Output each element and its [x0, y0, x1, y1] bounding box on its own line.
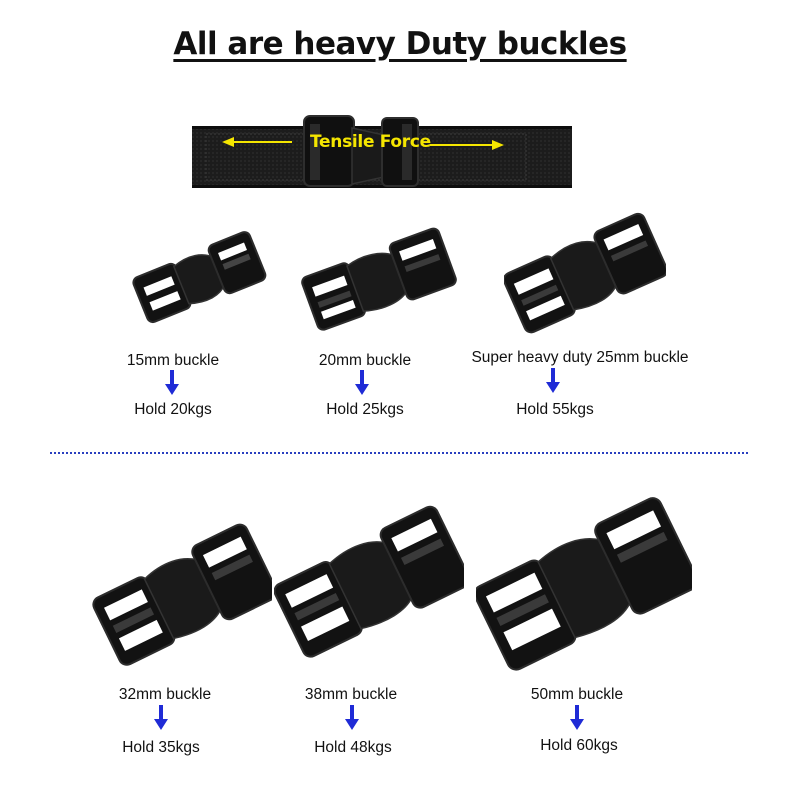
buckle-25mm-size-label: Super heavy duty 25mm buckle [471, 349, 689, 366]
buckle-20mm-hold-label: Hold 25kgs [326, 401, 404, 418]
strap-illustration: Tensile Force [192, 112, 572, 198]
strap-buckle-image [192, 115, 572, 188]
buckle-20mm-image [301, 227, 457, 331]
buckle-38mm-image [274, 505, 464, 658]
page-title: All are heavy Duty buckles [173, 26, 627, 62]
buckle-38mm-hold-label: Hold 48kgs [314, 739, 392, 756]
buckle-15mm-size-label: 15mm buckle [126, 352, 220, 369]
buckle-50mm-hold-label: Hold 60kgs [540, 737, 618, 754]
down-arrow-icon [165, 370, 179, 395]
buckle-38mm-size-label: 38mm buckle [304, 686, 398, 703]
buckle-32mm-size-label: 32mm buckle [118, 686, 212, 703]
buckle-32mm-hold-label: Hold 35kgs [122, 739, 200, 756]
buckle-50mm-size-label: 50mm buckle [530, 686, 624, 703]
buckle-25mm-image [504, 212, 666, 334]
buckle-15mm-image [132, 231, 267, 324]
down-arrow-icon [355, 370, 369, 395]
tensile-force-label: Tensile Force [310, 132, 431, 152]
down-arrow-icon [570, 705, 584, 730]
buckle-25mm-hold-label: Hold 55kgs [516, 401, 594, 418]
buckle-32mm-image [92, 523, 272, 666]
section-divider [50, 452, 748, 454]
down-arrow-icon [546, 368, 560, 393]
buckle-20mm-size-label: 20mm buckle [318, 352, 412, 369]
buckle-15mm-hold-label: Hold 20kgs [134, 401, 212, 418]
down-arrow-icon [154, 705, 168, 730]
buckle-50mm-image [476, 497, 692, 671]
down-arrow-icon [345, 705, 359, 730]
